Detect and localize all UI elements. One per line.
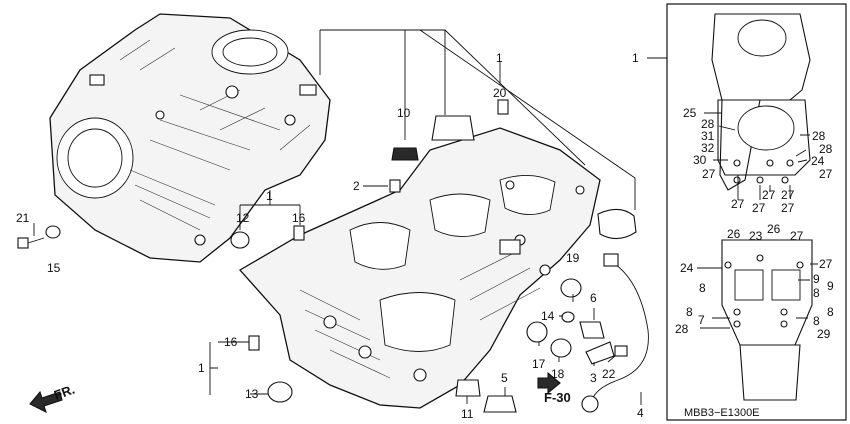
upper-crankcase xyxy=(49,13,331,263)
callout-9-b: 9 xyxy=(827,279,834,293)
callout-6: 6 xyxy=(590,291,597,305)
callout-1-low: 1 xyxy=(198,361,205,375)
callout-16-lower: 16 xyxy=(224,335,238,349)
oil-seal-17 xyxy=(526,321,548,343)
callout-27-a: 27 xyxy=(702,167,716,181)
callout-4: 4 xyxy=(637,406,644,420)
callout-17: 17 xyxy=(532,357,546,371)
callout-20: 20 xyxy=(493,86,507,100)
callout-29: 29 xyxy=(817,327,831,341)
callout-27-b: 27 xyxy=(819,167,833,181)
callout-28-c: 28 xyxy=(819,142,833,156)
callout-27-h: 27 xyxy=(790,229,804,243)
plug-13 xyxy=(267,381,293,403)
callout-24-b: 24 xyxy=(680,261,694,275)
washer-14 xyxy=(561,311,575,323)
callout-24-a: 24 xyxy=(811,154,825,168)
callout-18: 18 xyxy=(551,367,565,381)
callout-28-b: 28 xyxy=(812,129,826,143)
callout-28-d: 28 xyxy=(675,322,689,336)
washer-15 xyxy=(45,225,61,239)
leader-lines xyxy=(33,29,667,405)
callout-25: 25 xyxy=(683,106,697,120)
callout-2: 2 xyxy=(353,179,360,193)
callout-3: 3 xyxy=(590,371,597,385)
callout-16-upper: 16 xyxy=(292,211,306,225)
callout-27-e: 27 xyxy=(731,197,745,211)
callout-1-top: 1 xyxy=(496,51,503,65)
callout-27-g: 27 xyxy=(781,201,795,215)
sensor-11 xyxy=(455,379,481,397)
callout-12: 12 xyxy=(236,211,250,225)
callout-14: 14 xyxy=(541,309,555,323)
diagram-code: MBB3−E1300E xyxy=(684,407,760,419)
callout-8-d: 8 xyxy=(827,305,834,319)
callout-8-e: 8 xyxy=(813,314,820,328)
wire-harness-4 xyxy=(591,261,649,401)
callout-1-box: 1 xyxy=(632,51,639,65)
callout-22: 22 xyxy=(602,367,616,381)
callout-1-mid: 1 xyxy=(266,189,273,203)
direction-label: FR. xyxy=(52,382,77,403)
callout-11: 11 xyxy=(461,407,474,421)
callout-19: 19 xyxy=(566,251,580,265)
callout-8-a: 8 xyxy=(699,281,706,295)
dowel-pin-16-lower xyxy=(248,335,260,351)
callout-15: 15 xyxy=(47,261,61,275)
callout-5: 5 xyxy=(501,371,508,385)
collar-upper xyxy=(431,115,475,141)
reference-arrow: F-30 xyxy=(537,371,571,405)
dowel-pin-20 xyxy=(497,99,509,115)
callout-8-b: 8 xyxy=(813,286,820,300)
callout-27-f: 27 xyxy=(752,201,766,215)
inset-box xyxy=(666,3,847,421)
bolt-21 xyxy=(17,237,45,249)
breather-cap-10 xyxy=(391,147,419,161)
callout-9-a: 9 xyxy=(813,272,820,286)
dowel-pin-16-upper xyxy=(293,225,305,241)
oil-seal-12 xyxy=(230,231,250,249)
connector-4 xyxy=(603,253,619,267)
bolt-2 xyxy=(389,179,401,193)
oil-seal-18 xyxy=(550,338,572,358)
bracket-3 xyxy=(585,341,615,365)
callout-26-b: 26 xyxy=(767,222,781,236)
callouts: 1 20 10 2 1 12 16 21 15 16 1 13 19 6 14 … xyxy=(16,51,644,421)
callout-27-c: 27 xyxy=(762,188,776,202)
callout-27-d: 27 xyxy=(781,188,795,202)
callout-28-a: 28 xyxy=(701,117,715,131)
callout-7: 7 xyxy=(698,313,705,327)
callout-21: 21 xyxy=(16,211,30,225)
lower-crankcase xyxy=(238,127,601,409)
switch-5 xyxy=(483,395,517,413)
callout-23: 23 xyxy=(749,229,763,243)
switch-6 xyxy=(579,321,605,339)
callout-31: 31 xyxy=(701,129,715,143)
callout-26-a: 26 xyxy=(727,227,741,241)
oil-seal-19 xyxy=(560,278,582,298)
callout-8-c: 8 xyxy=(686,305,693,319)
inset-callouts: 25 28 31 32 28 28 30 24 27 27 27 27 27 2… xyxy=(675,106,834,341)
sensor-head-4 xyxy=(581,395,599,413)
callout-32: 32 xyxy=(701,141,715,155)
callout-13: 13 xyxy=(245,387,259,401)
callout-10: 10 xyxy=(397,106,411,120)
callout-27-i: 27 xyxy=(819,257,833,271)
collar-lower xyxy=(597,208,637,240)
reference-label: F-30 xyxy=(544,390,571,405)
callout-30: 30 xyxy=(693,153,707,167)
front-direction-arrow: FR. xyxy=(29,382,77,414)
bolt-22 xyxy=(614,345,628,357)
